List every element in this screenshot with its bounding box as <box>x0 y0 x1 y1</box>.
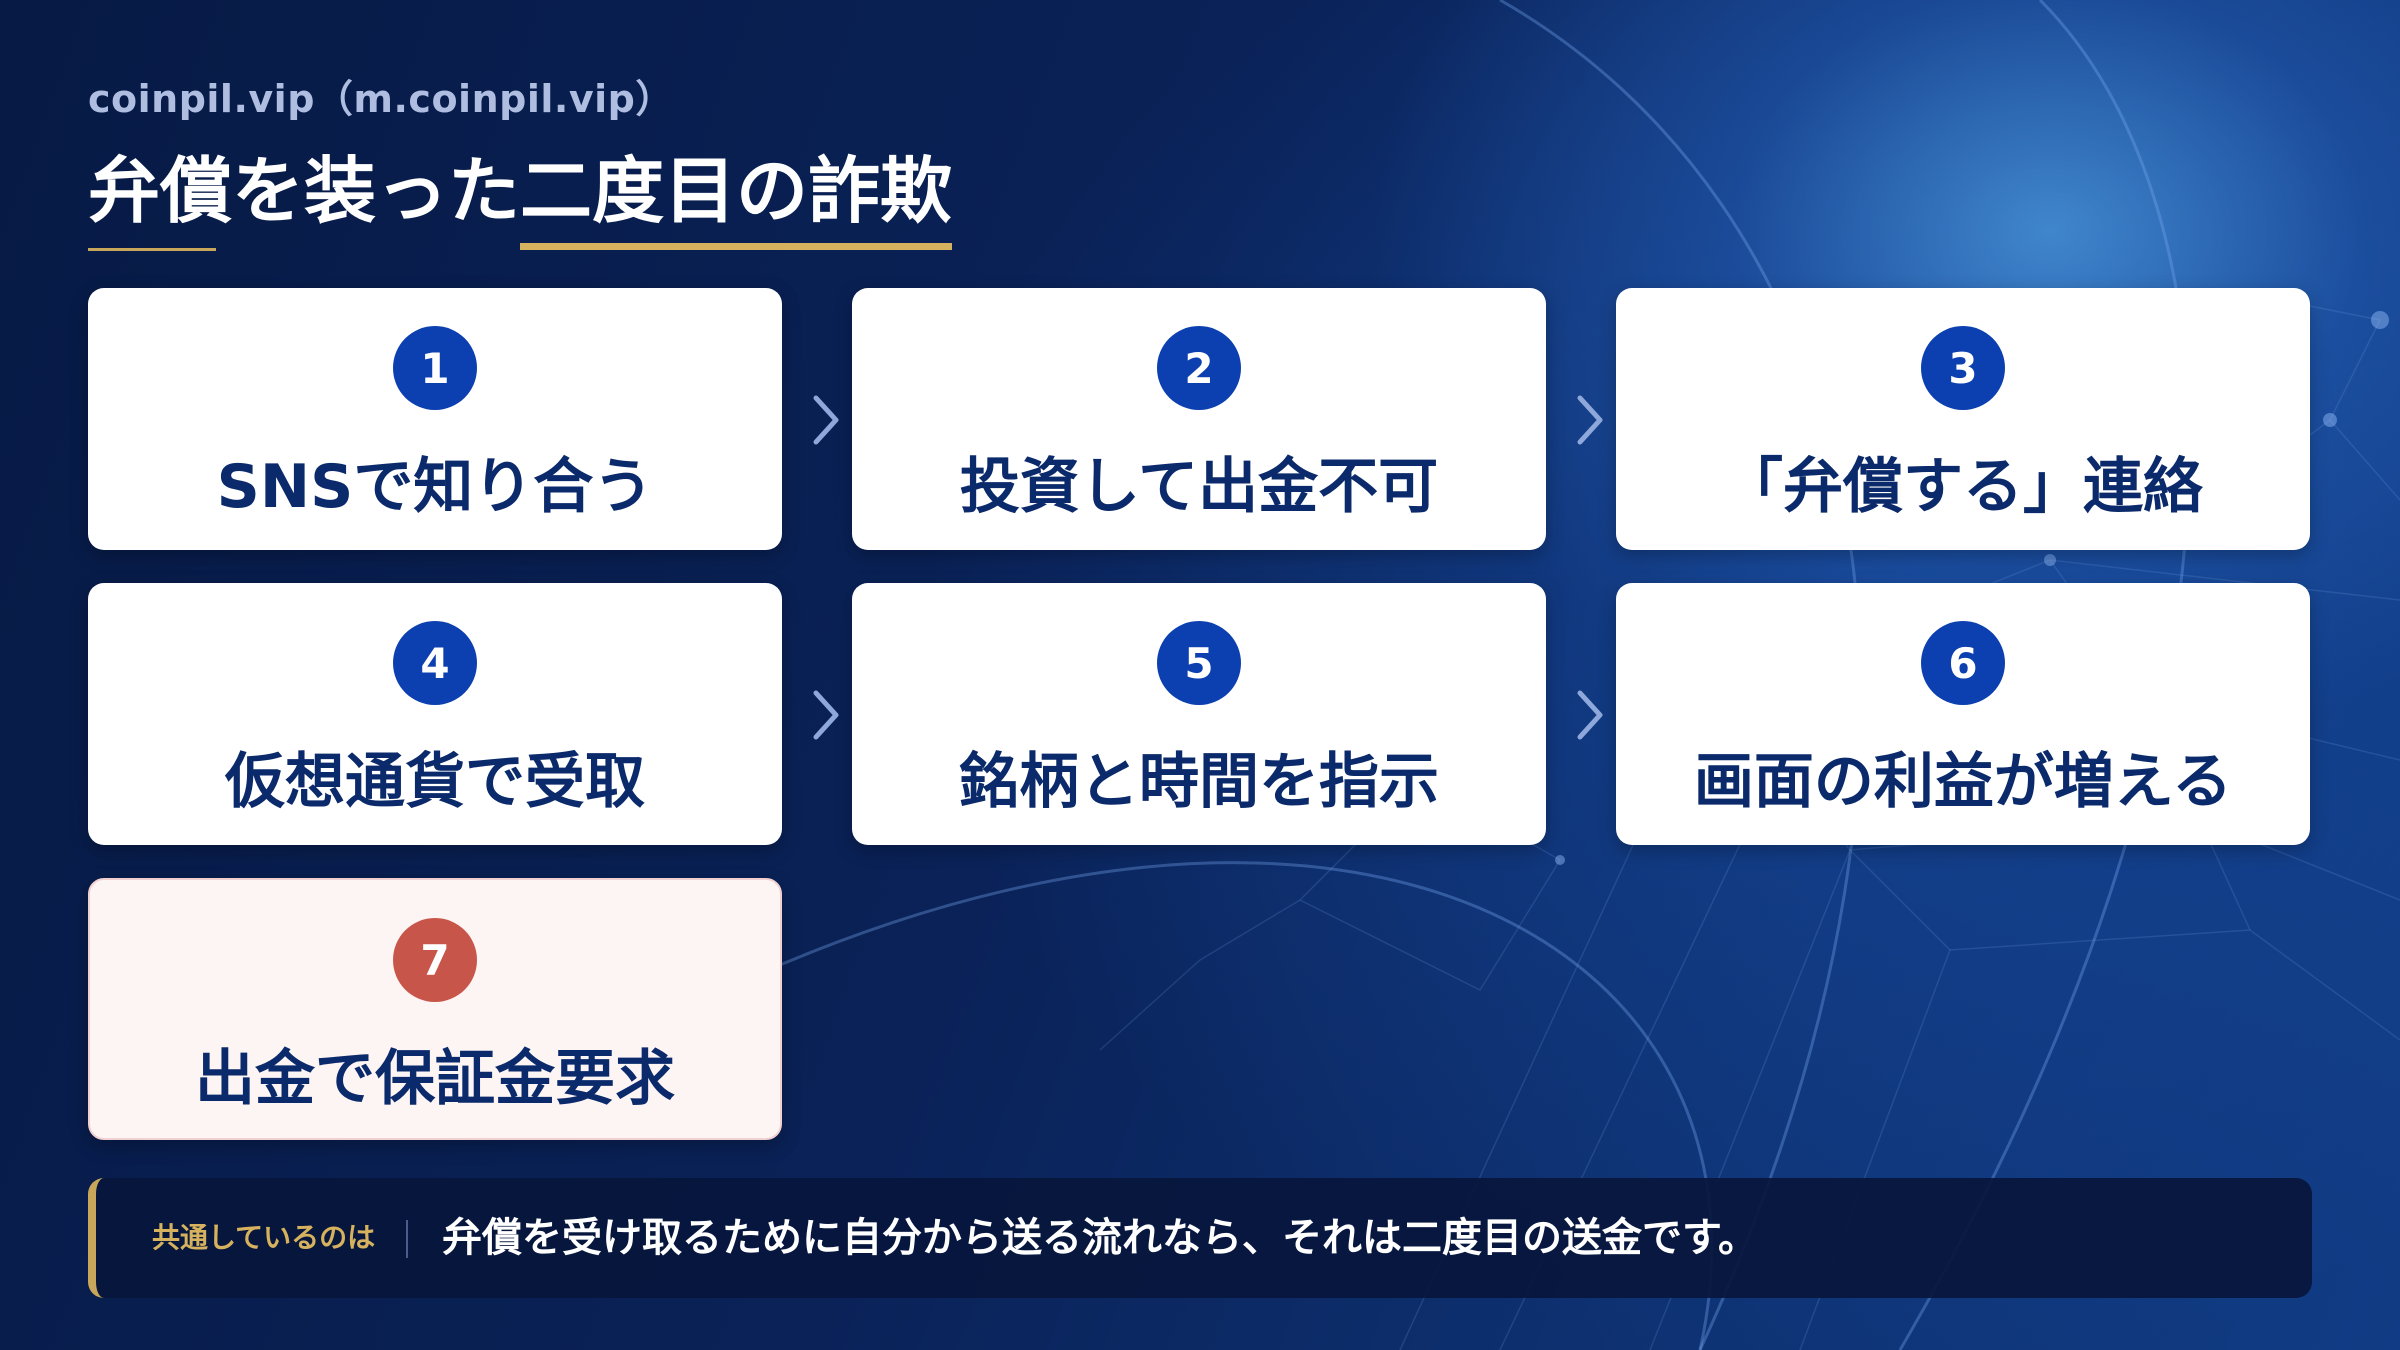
title-underline-accent <box>88 248 216 251</box>
step-card-6: 6 画面の利益が増える <box>1616 583 2310 845</box>
chevron-right-icon <box>806 685 846 745</box>
step-number-badge: 7 <box>393 918 477 1002</box>
site-domain: coinpil.vip（m.coinpil.vip） <box>88 77 674 121</box>
page-title: 弁償を装った二度目の詐欺 <box>88 132 953 250</box>
summary-lead: 共通しているのは <box>152 1221 376 1254</box>
step-label: 「弁償する」連絡 <box>1723 452 2203 522</box>
chevron-right-icon <box>806 390 846 450</box>
step-card-7-warning: 7 出金で保証金要求 <box>88 878 782 1140</box>
step-number-badge: 6 <box>1921 621 2005 705</box>
step-card-2: 2 投資して出金不可 <box>852 288 1546 550</box>
step-card-1: 1 SNSで知り合う <box>88 288 782 550</box>
step-number-badge: 2 <box>1157 326 1241 410</box>
step-number-badge: 3 <box>1921 326 2005 410</box>
title-highlight: 二度目の詐欺 <box>520 132 953 250</box>
step-label: 仮想通貨で受取 <box>225 747 645 817</box>
step-label: 出金で保証金要求 <box>195 1044 675 1114</box>
chevron-right-icon <box>1570 685 1610 745</box>
step-label: 投資して出金不可 <box>959 452 1439 522</box>
step-number-badge: 4 <box>393 621 477 705</box>
step-card-3: 3 「弁償する」連絡 <box>1616 288 2310 550</box>
summary-divider <box>406 1220 408 1258</box>
step-label: SNSで知り合う <box>216 452 654 522</box>
step-number-badge: 1 <box>393 326 477 410</box>
chevron-right-icon <box>1570 390 1610 450</box>
summary-message: 弁償を受け取るために自分から送る流れなら、それは二度目の送金です。 <box>442 1215 1758 1261</box>
title-main: 弁償を装った <box>88 149 521 233</box>
step-label: 画面の利益が増える <box>1693 747 2233 817</box>
step-number-badge: 5 <box>1157 621 1241 705</box>
step-card-4: 4 仮想通貨で受取 <box>88 583 782 845</box>
step-card-5: 5 銘柄と時間を指示 <box>852 583 1546 845</box>
summary-banner: 共通しているのは 弁償を受け取るために自分から送る流れなら、それは二度目の送金で… <box>88 1178 2312 1298</box>
step-label: 銘柄と時間を指示 <box>959 747 1439 817</box>
